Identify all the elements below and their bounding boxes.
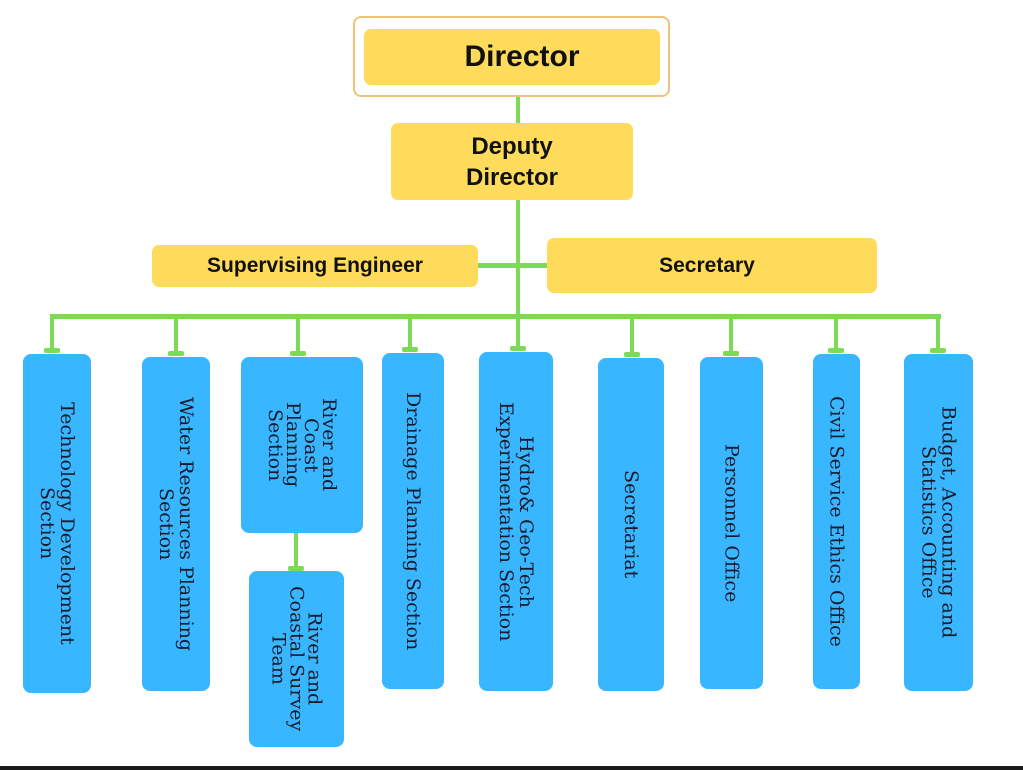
connector-drop: [729, 317, 733, 355]
connector-director-deputy: [516, 96, 520, 124]
connector-cap: [168, 351, 184, 356]
connector-drop: [834, 317, 838, 352]
unit-label: Technology Development Section: [36, 402, 78, 645]
unit-label: River and Coast Planning Section: [264, 398, 340, 492]
deputy-director-label: Deputy Director: [465, 132, 559, 191]
bottom-divider: [0, 766, 1023, 770]
secretary-label: Secretary: [659, 253, 755, 277]
connector-drop: [630, 317, 634, 356]
connector-cap: [624, 352, 640, 357]
secretary-box[interactable]: Secretary: [547, 238, 877, 293]
connector-drop: [50, 317, 54, 352]
connector-cap: [723, 351, 739, 356]
connector-cap: [828, 348, 844, 353]
connector-deputy-trunk: [516, 199, 520, 349]
connector-units-bus: [50, 314, 941, 319]
connector-drop: [174, 317, 178, 355]
connector-cap: [402, 347, 418, 352]
connector-drop: [936, 317, 940, 352]
connector-cap: [510, 346, 526, 351]
unit-label: Secretariat: [620, 470, 642, 579]
unit-personnel-office[interactable]: Personnel Office: [700, 357, 763, 689]
unit-civil-service-ethics-office[interactable]: Civil Service Ethics Office: [813, 354, 860, 689]
unit-technology-development[interactable]: Technology Development Section: [23, 354, 91, 693]
supervising-engineer-label: Supervising Engineer: [207, 254, 423, 277]
connector-cap: [288, 566, 304, 571]
unit-label: Budget, Accounting and Statistics Office: [917, 406, 960, 639]
connector-cap: [290, 351, 306, 356]
unit-label: Civil Service Ethics Office: [825, 396, 848, 647]
supervising-engineer-box[interactable]: Supervising Engineer: [152, 245, 478, 287]
deputy-director-box[interactable]: Deputy Director: [391, 123, 633, 200]
unit-label: Drainage Planning Section: [402, 391, 424, 651]
unit-hydro-geotech-experimentation[interactable]: Hydro& Geo-Tech Experimentation Section: [479, 352, 553, 691]
connector-drop: [296, 317, 300, 355]
unit-river-coastal-survey-team[interactable]: River and Coastal Survey Team: [249, 571, 344, 747]
connector-cap: [930, 348, 946, 353]
connector-cap: [44, 348, 60, 353]
connector-subunit: [294, 532, 298, 570]
unit-secretariat[interactable]: Secretariat: [598, 358, 664, 691]
connector-drop: [516, 317, 520, 350]
unit-label: Water Resources Planning Section: [155, 396, 197, 652]
unit-budget-accounting-statistics[interactable]: Budget, Accounting and Statistics Office: [904, 354, 973, 691]
director-label: Director: [464, 40, 580, 73]
unit-label: River and Coastal Survey Team: [267, 586, 326, 732]
director-box[interactable]: Director: [364, 29, 660, 85]
director-frame: [353, 16, 670, 97]
unit-label: Personnel Office: [720, 443, 743, 603]
unit-label: Hydro& Geo-Tech Experimentation Section: [495, 401, 537, 642]
unit-river-coast-planning[interactable]: River and Coast Planning Section: [241, 357, 363, 533]
connector-drop: [408, 317, 412, 351]
unit-drainage-planning[interactable]: Drainage Planning Section: [382, 353, 444, 689]
connector-staff: [477, 263, 549, 268]
unit-water-resources-planning[interactable]: Water Resources Planning Section: [142, 357, 210, 691]
